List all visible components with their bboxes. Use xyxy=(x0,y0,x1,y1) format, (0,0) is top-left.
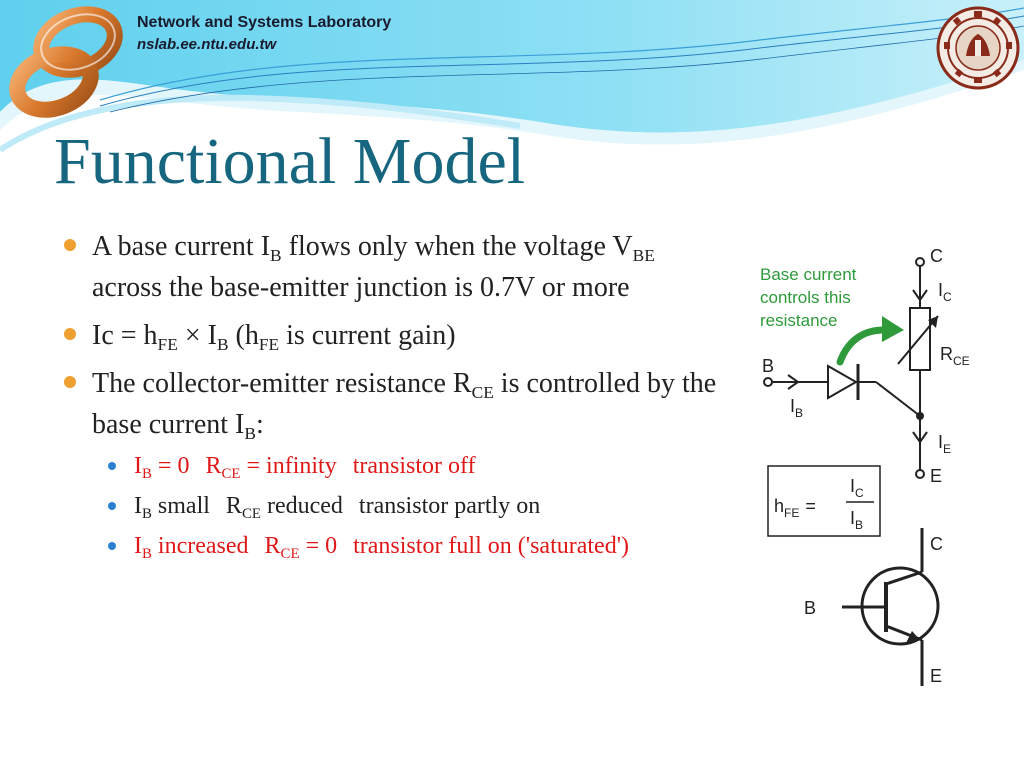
bullet-list: A base current IB flows only when the vo… xyxy=(60,226,720,570)
symbol-emitter-label: E xyxy=(930,666,942,686)
ib-label: IB xyxy=(790,396,803,420)
annotation-arrow xyxy=(836,326,888,366)
hfe-numerator: IC xyxy=(850,476,864,500)
emitter-terminal xyxy=(915,469,925,479)
slide-title: Functional Model xyxy=(54,125,526,198)
collector-terminal xyxy=(915,257,925,267)
hfe-label: hFE= xyxy=(774,496,816,520)
diode xyxy=(827,364,859,400)
base-label: B xyxy=(762,356,774,376)
ic-label: IC xyxy=(938,280,952,304)
header-background xyxy=(0,0,1024,153)
hfe-denominator: IB xyxy=(850,508,863,532)
ie-label: IE xyxy=(938,432,951,456)
base-terminal xyxy=(763,377,773,387)
lab-url: nslab.ee.ntu.edu.tw xyxy=(137,36,277,53)
annotation-arrowhead xyxy=(882,316,904,342)
bullet-base-current: A base current IB flows only when the vo… xyxy=(60,226,720,308)
symbol-base-label: B xyxy=(804,598,816,618)
lab-logo-icon xyxy=(9,6,123,118)
ic-arrow xyxy=(912,289,928,302)
rce-label: RCE xyxy=(940,344,970,368)
ib-arrow xyxy=(787,374,800,390)
hfe-formula-box xyxy=(767,465,881,537)
bullet-current-gain: Ic = hFE × IB (hFE is current gain) xyxy=(60,315,720,356)
junction-dot xyxy=(916,412,924,420)
lab-name: Network and Systems Laboratory xyxy=(137,14,392,31)
university-seal-icon xyxy=(936,6,1020,90)
emitter-label: E xyxy=(930,466,942,486)
bullet-collector-emitter: The collector-emitter resistance RCE is … xyxy=(60,363,720,563)
symbol-collector-label: C xyxy=(930,534,943,554)
collector-label: C xyxy=(930,246,943,266)
emitter-arrowhead xyxy=(906,631,920,643)
annotation-text: Base current controls this resistance xyxy=(760,265,861,330)
transistor-diagram: Base current controls this resistance C … xyxy=(760,246,970,686)
